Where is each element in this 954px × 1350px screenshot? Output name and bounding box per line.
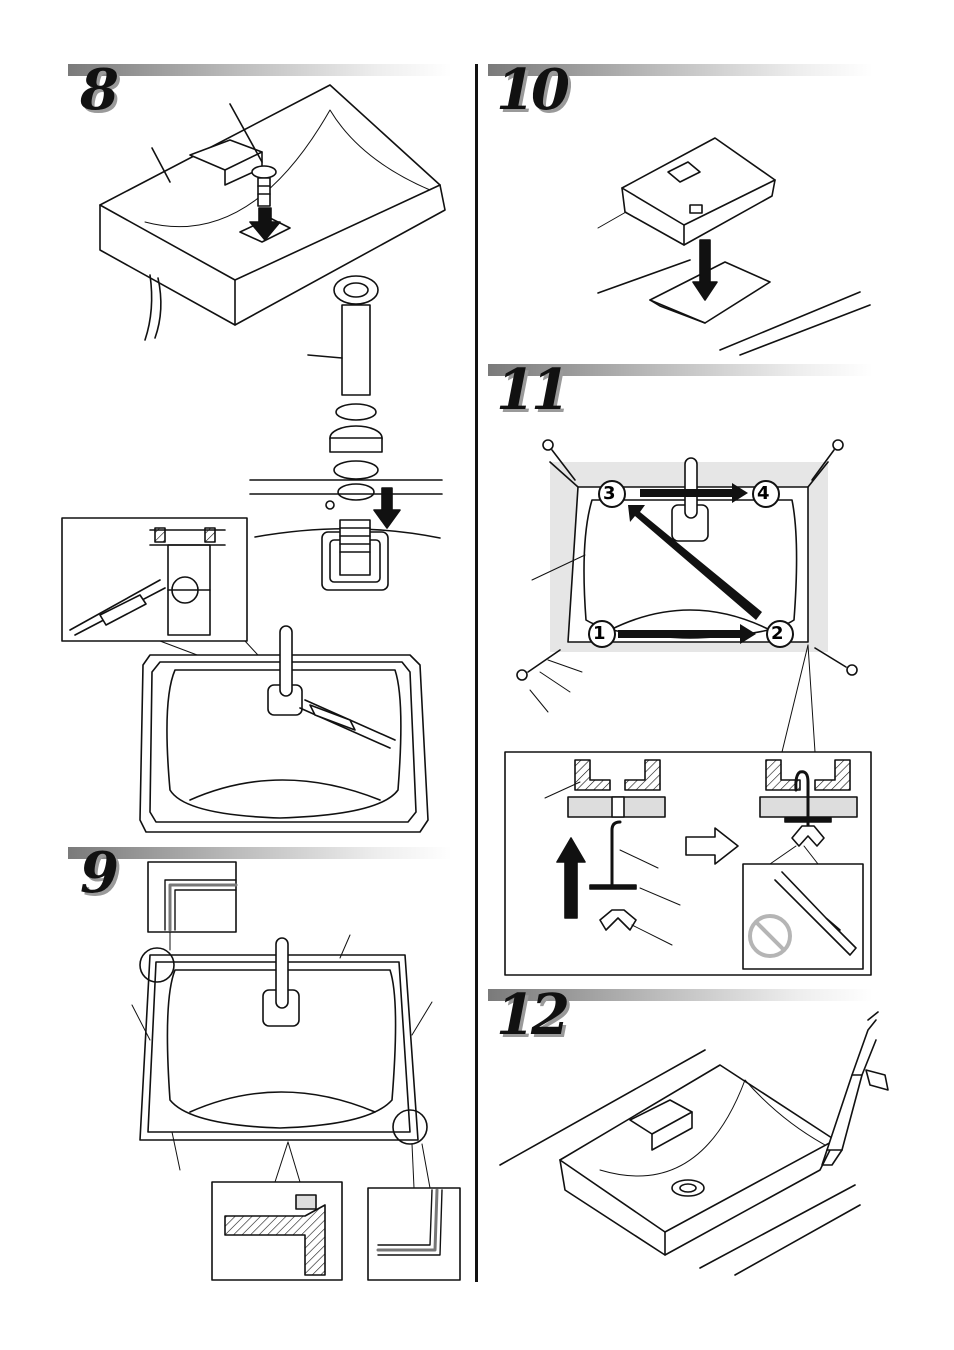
step-9-basin-with-gasket (132, 935, 432, 1170)
step-8-drain-pipe-assembly (308, 276, 382, 500)
step-8-detail-inset (62, 518, 247, 641)
step-9-gasket-corner-detail (368, 1144, 460, 1280)
order-marker-1: 1 (593, 623, 606, 644)
step-12-sealant-gun (822, 1012, 888, 1165)
order-marker-2: 2 (771, 623, 784, 644)
step-12-installed-basin (500, 1050, 860, 1275)
step-8-basin-lid (100, 85, 445, 340)
step-10-basin-lowering (598, 138, 870, 355)
step-11-clip-callout-lines (782, 645, 815, 752)
step-11-clip-detail-box (505, 752, 871, 975)
step-9-section-detail (212, 1142, 342, 1280)
order-marker-3: 3 (603, 483, 616, 504)
step-8-basin-top-view (140, 626, 428, 832)
step-8-counter-section (250, 480, 442, 590)
order-marker-4: 4 (757, 483, 770, 504)
step-9-corner-detail (148, 862, 236, 950)
